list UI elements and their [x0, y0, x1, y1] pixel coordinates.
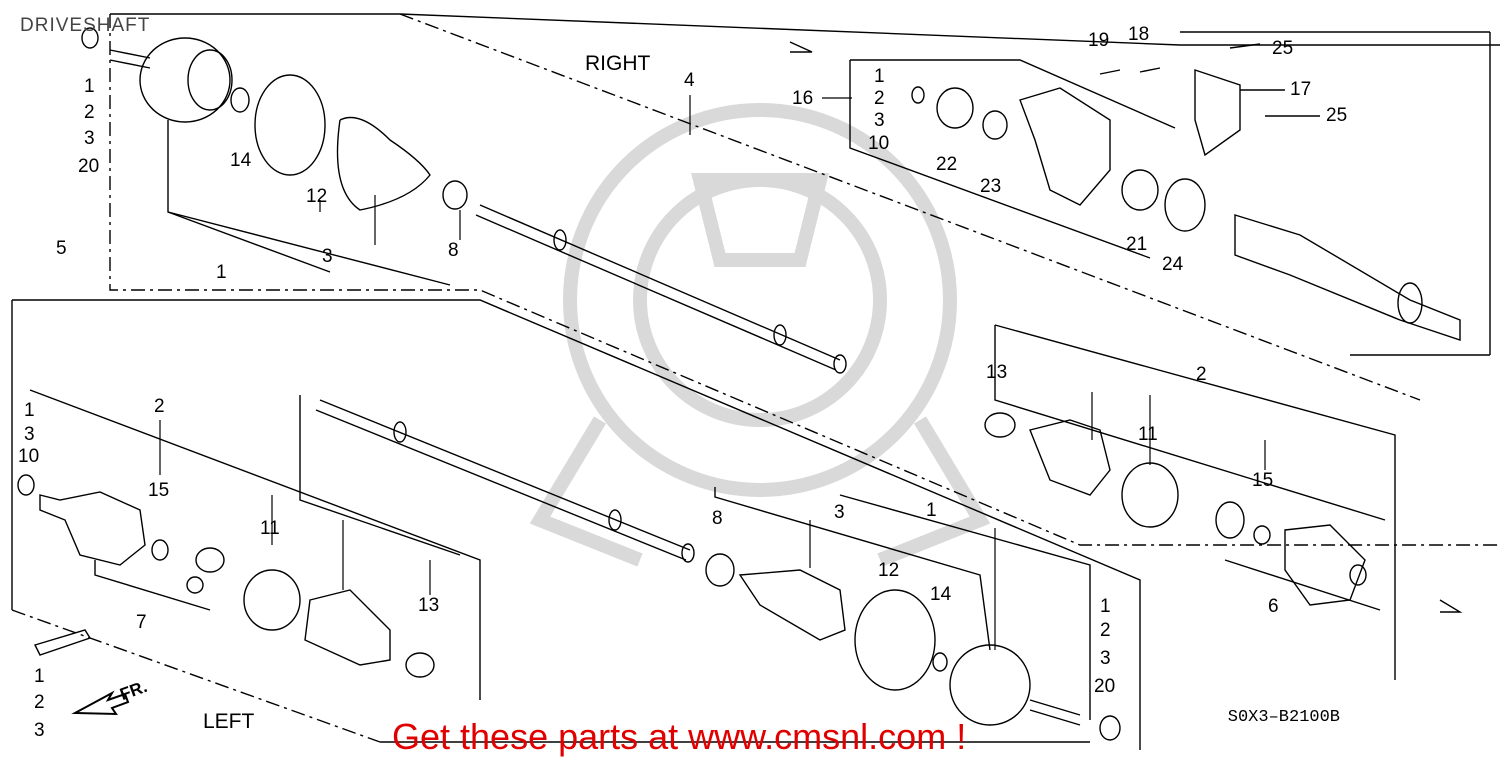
front-arrow-icon	[71, 690, 130, 716]
grease-tube-icon	[34, 629, 92, 656]
callout-label: 25	[1326, 105, 1348, 126]
drawing-number: S0X3–B2100B	[1227, 708, 1340, 727]
callout-label: 1	[216, 262, 227, 283]
callout-label: 2	[1196, 364, 1207, 385]
callout-label: 17	[1290, 79, 1312, 100]
callout-label: 2	[34, 692, 45, 713]
section-label-right: RIGHT	[585, 52, 651, 75]
callout-label: 5	[56, 238, 67, 259]
callout-label: 11	[1138, 424, 1158, 445]
callout-label: 20	[1094, 676, 1116, 697]
right-frame	[110, 13, 1500, 46]
callout-label: 3	[84, 128, 95, 149]
callout-label: 18	[1128, 24, 1150, 45]
callout-label: 1	[874, 66, 885, 87]
left-frame	[12, 299, 1141, 750]
callout-label: 1	[24, 400, 35, 421]
callout-label: 2	[874, 88, 885, 109]
callout-label: 1	[34, 666, 45, 687]
callout-label: 12	[878, 560, 900, 581]
callout-label: 1	[1100, 596, 1111, 617]
callout-label: 8	[448, 240, 459, 261]
parts-banner-link[interactable]: Get these parts at www.cmsnl.com !	[392, 716, 967, 757]
callout-label: 14	[930, 584, 952, 605]
callout-label: 19	[1088, 30, 1110, 51]
callout-label: 25	[1272, 38, 1294, 59]
callout-label: 20	[78, 156, 100, 177]
callout-label: 16	[792, 88, 814, 109]
callout-label: 15	[148, 480, 170, 501]
callout-label: 24	[1162, 254, 1184, 275]
callout-label: 7	[136, 612, 147, 633]
callout-label: 10	[868, 133, 890, 154]
callout-label: 2	[1100, 620, 1111, 641]
callout-label: 13	[986, 362, 1008, 383]
callout-label: 4	[684, 70, 695, 91]
callout-label: 3	[1100, 648, 1111, 669]
callout-label: 11	[260, 518, 280, 539]
callout-label: 3	[24, 424, 35, 445]
callout-label: 22	[936, 154, 958, 175]
callout-label: 2	[84, 102, 95, 123]
callout-label: 1	[84, 76, 95, 97]
callout-label: 3	[34, 720, 45, 741]
callout-label: 14	[230, 150, 252, 171]
page-title: DRIVESHAFT	[20, 15, 151, 36]
callout-label: 21	[1126, 234, 1148, 255]
callout-label: 15	[1252, 470, 1274, 491]
callout-label: 3	[874, 110, 885, 131]
callout-label: 3	[322, 246, 333, 267]
callout-label: 12	[306, 186, 328, 207]
callout-label: 3	[834, 502, 845, 523]
callout-label: 8	[712, 508, 723, 529]
callout-label: 13	[418, 595, 440, 616]
callout-label: 6	[1268, 596, 1279, 617]
section-label-left: LEFT	[203, 710, 255, 733]
callout-label: 10	[18, 446, 40, 467]
callout-label: 23	[980, 176, 1002, 197]
callout-label: 2	[154, 396, 165, 417]
callout-label: 1	[926, 500, 937, 521]
